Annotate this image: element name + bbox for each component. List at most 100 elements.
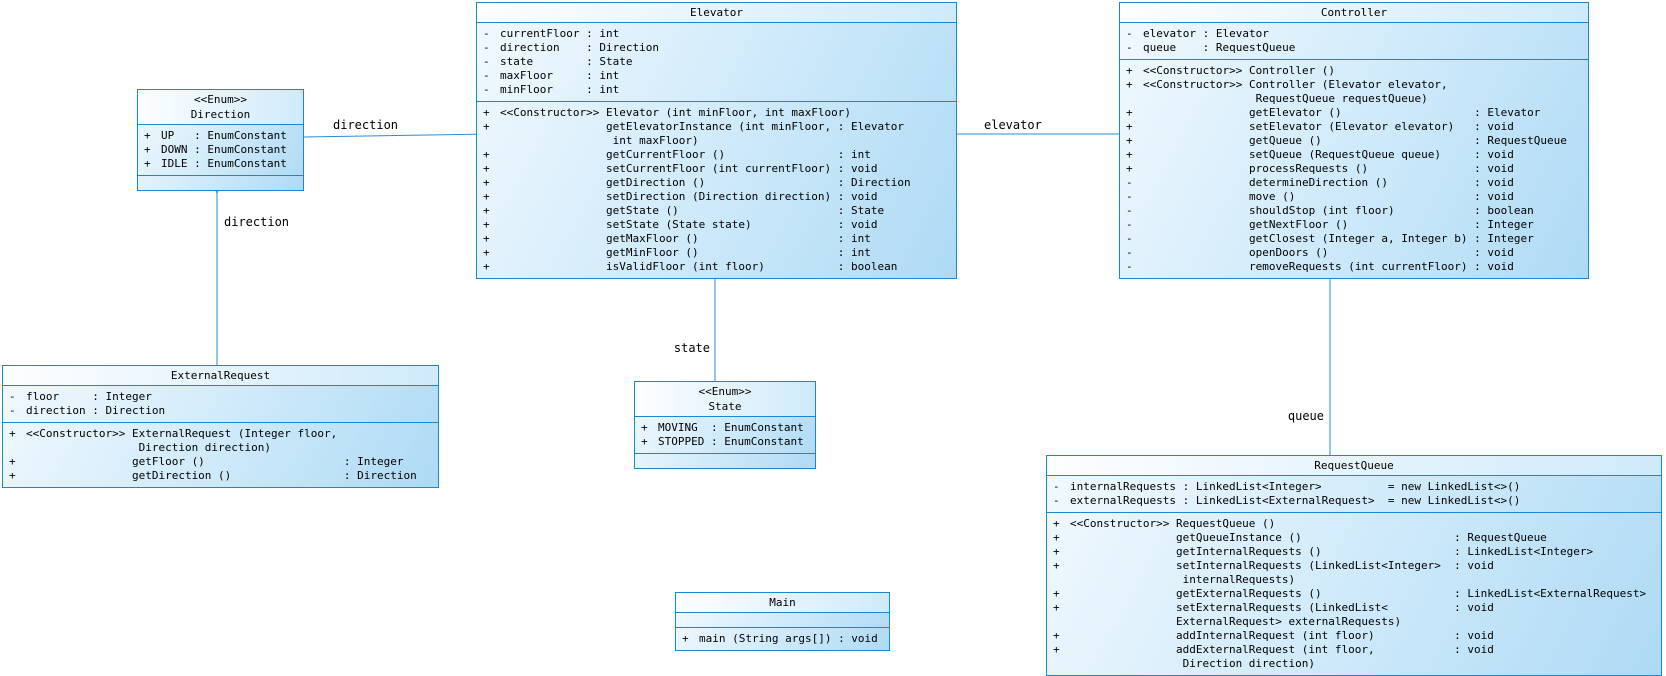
member-signature: move () — [1143, 190, 1296, 203]
class-controller[interactable]: Controller-elevator : Elevator-queue : R… — [1119, 2, 1589, 279]
class-title: Elevator — [477, 3, 956, 23]
attribute-row: -state : State — [483, 55, 956, 69]
method-row: + setExternalRequests (LinkedList< Exter… — [1053, 601, 1661, 629]
attributes-compartment: -internalRequests : LinkedList<Integer> … — [1047, 476, 1661, 512]
method-row: + getMinFloor (): int — [483, 246, 956, 260]
edge-label: elevator — [984, 118, 1042, 132]
attribute-row: +IDLE : EnumConstant — [144, 157, 303, 171]
class-request-queue[interactable]: RequestQueue-internalRequests : LinkedLi… — [1046, 455, 1662, 676]
edge-controller-to-elevator[interactable]: elevator — [957, 118, 1140, 134]
member-return-type: : State — [837, 204, 885, 217]
visibility-marker: - — [9, 390, 16, 403]
visibility-marker: - — [1126, 176, 1133, 189]
class-stereotype: <<Enum>> — [194, 93, 247, 106]
class-title: Main — [676, 593, 889, 613]
visibility-marker: + — [1053, 517, 1060, 530]
class-title: <<Enum>>State — [635, 382, 815, 417]
edge-line[interactable] — [304, 134, 491, 137]
method-row: - determineDirection (): void — [1126, 176, 1588, 190]
member-return-type: : void — [1474, 190, 1514, 203]
member-return-type: : LinkedList<Integer> — [1454, 545, 1594, 558]
member-signature: openDoors () — [1143, 246, 1329, 259]
edge-controller-to-requestqueue[interactable]: queue — [1288, 255, 1330, 455]
visibility-marker: + — [1126, 78, 1133, 91]
method-row: + getExternalRequests (): LinkedList<Ext… — [1053, 587, 1661, 601]
member-return-type: : int — [837, 148, 871, 161]
member-signature: <<Constructor>> RequestQueue () — [1070, 517, 1276, 530]
visibility-marker: - — [483, 83, 490, 96]
member-signature: UP : EnumConstant — [161, 129, 287, 142]
method-row: + getDirection (): Direction — [483, 176, 956, 190]
member-return-type: : void — [1474, 148, 1514, 161]
member-return-type: : void — [1454, 559, 1494, 572]
member-signature: getQueueInstance () — [1070, 531, 1302, 544]
method-row: +<<Constructor>> Elevator (int minFloor,… — [483, 106, 956, 120]
visibility-marker: + — [144, 157, 151, 170]
methods-compartment: +main (String args[]): void — [676, 627, 889, 650]
method-row: + setDirection (Direction direction): vo… — [483, 190, 956, 204]
member-signature: isValidFloor (int floor) — [500, 260, 765, 273]
methods-compartment — [635, 453, 815, 468]
attribute-row: +UP : EnumConstant — [144, 129, 303, 143]
member-return-type: : Integer — [343, 455, 404, 468]
visibility-marker: + — [682, 632, 689, 645]
method-row: +<<Constructor>> ExternalRequest (Intege… — [9, 427, 438, 455]
method-row: - getClosest (Integer a, Integer b): Int… — [1126, 232, 1588, 246]
member-signature: getQueue () — [1143, 134, 1322, 147]
method-row: + getState (): State — [483, 204, 956, 218]
attributes-compartment: +UP : EnumConstant+DOWN : EnumConstant+I… — [138, 125, 303, 175]
edge-elevator-to-direction[interactable]: direction — [304, 118, 491, 137]
member-return-type: : int — [837, 232, 871, 245]
visibility-marker: + — [1126, 134, 1133, 147]
visibility-marker: + — [1053, 559, 1060, 572]
member-signature: setElevator (Elevator elevator) — [1143, 120, 1455, 133]
class-elevator[interactable]: Elevator-currentFloor : int-direction : … — [476, 2, 957, 279]
member-signature: getMinFloor () — [500, 246, 699, 259]
member-return-type: : Integer — [1474, 232, 1534, 245]
attributes-compartment: +MOVING : EnumConstant+STOPPED : EnumCon… — [635, 417, 815, 453]
visibility-marker: + — [9, 427, 16, 440]
class-name: Controller — [1320, 6, 1388, 19]
class-main[interactable]: Main+main (String args[]): void — [675, 592, 890, 651]
visibility-marker: + — [144, 143, 151, 156]
class-state[interactable]: <<Enum>>State+MOVING : EnumConstant+STOP… — [634, 381, 816, 469]
member-return-type: : boolean — [1474, 204, 1534, 217]
visibility-marker: - — [483, 69, 490, 82]
member-signature: internalRequests : LinkedList<Integer> =… — [1070, 480, 1521, 493]
member-signature: main (String args[]) — [699, 632, 832, 645]
member-signature: getFloor () — [26, 455, 205, 468]
member-signature: setQueue (RequestQueue queue) — [1143, 148, 1442, 161]
edge-label: state — [674, 341, 710, 355]
visibility-marker: + — [1126, 106, 1133, 119]
visibility-marker: + — [1053, 531, 1060, 544]
member-signature: addInternalRequest (int floor) — [1070, 629, 1375, 642]
visibility-marker: - — [1126, 190, 1133, 203]
visibility-marker: + — [9, 469, 16, 482]
method-row: + getElevator () : Elevator — [1126, 106, 1588, 120]
class-external-request[interactable]: ExternalRequest-floor : Integer-directio… — [2, 365, 439, 488]
method-row: - getNextFloor (): Integer — [1126, 218, 1588, 232]
method-row: +main (String args[]): void — [682, 632, 889, 646]
visibility-marker: + — [1126, 162, 1133, 175]
member-return-type: : void — [1454, 629, 1494, 642]
methods-compartment: +<<Constructor>> Controller ()+<<Constru… — [1120, 59, 1588, 278]
member-return-type: : Elevator — [1474, 106, 1541, 119]
member-return-type: : void — [1474, 120, 1514, 133]
visibility-marker: + — [641, 421, 648, 434]
visibility-marker: + — [1053, 545, 1060, 558]
method-row: + setInternalRequests (LinkedList<Intege… — [1053, 559, 1661, 587]
edge-label: queue — [1288, 409, 1324, 423]
visibility-marker: + — [483, 260, 490, 273]
method-row: - removeRequests (int currentFloor): voi… — [1126, 260, 1588, 274]
member-signature: getElevator () — [1143, 106, 1342, 119]
member-signature: getInternalRequests () — [1070, 545, 1322, 558]
attribute-row: +DOWN : EnumConstant — [144, 143, 303, 157]
method-row: + addInternalRequest (int floor): void — [1053, 629, 1661, 643]
member-return-type: : Integer — [1474, 218, 1534, 231]
class-direction[interactable]: <<Enum>>Direction+UP : EnumConstant+DOWN… — [137, 89, 304, 191]
visibility-marker: - — [1126, 260, 1133, 273]
member-signature: <<Constructor>> Controller (Elevator ele… — [1143, 78, 1448, 105]
member-return-type: : void — [837, 162, 878, 175]
visibility-marker: + — [483, 218, 490, 231]
